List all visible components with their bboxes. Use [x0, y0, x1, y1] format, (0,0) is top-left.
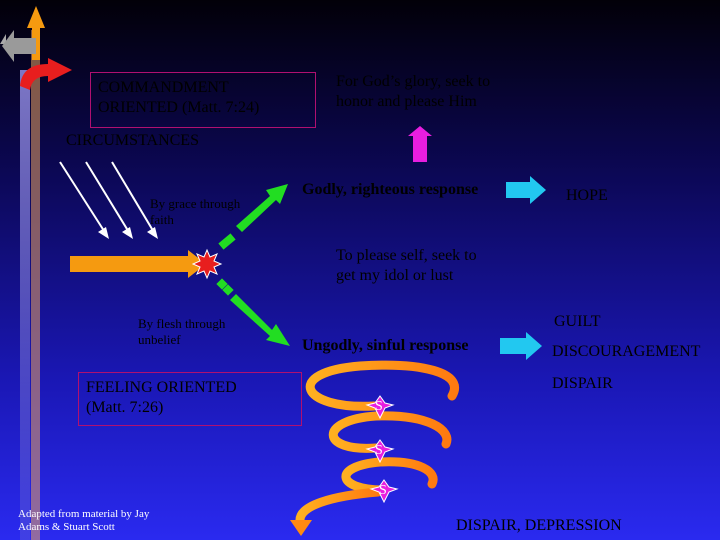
left-arrow-icon	[2, 30, 36, 62]
despair-depression-label: DISPAIR, DEPRESSION	[456, 517, 622, 534]
circumstances-label: CIRCUMSTANCES	[66, 132, 199, 149]
commandment-box	[90, 72, 316, 128]
curved-right-arrow-icon	[20, 58, 72, 90]
spiral-loop-icon	[328, 411, 452, 453]
left-decoration	[0, 6, 72, 540]
purple-column	[20, 70, 30, 540]
spiral-star-icon	[365, 395, 395, 420]
gods-glory-label: For God’s glory, seek to honor and pleas…	[336, 72, 490, 112]
spiral-star-icon	[365, 439, 395, 464]
orange-right-arrow-icon	[70, 250, 206, 278]
spiral-arrowhead-icon	[290, 520, 312, 536]
circumstance-arrow-icon	[59, 161, 107, 235]
feeling-oriented-label: FEELING ORIENTED (Matt. 7:26)	[86, 378, 237, 418]
green-block-icon	[216, 278, 228, 290]
grace-line2: faith	[150, 212, 174, 228]
green-up-arrow	[218, 184, 288, 250]
cyan-right-arrow-icon	[506, 176, 546, 204]
gods-glory-line2: honor and please Him	[336, 93, 477, 110]
green-diag-down-arrow-icon	[230, 294, 290, 346]
up-arrow-icon	[27, 6, 45, 60]
cyan-right-arrow-icon	[500, 332, 542, 360]
credit-line1: Adapted from material by Jay	[18, 508, 150, 520]
circumstance-arrow-icon	[111, 161, 156, 235]
flesh-label: By flesh through unbelief	[138, 316, 225, 349]
grace-line1: By grace through	[150, 196, 241, 211]
flesh-line2: unbelief	[138, 332, 181, 348]
hope-label: HOPE	[566, 187, 608, 204]
credit-line2: Adams & Stuart Scott	[18, 521, 115, 534]
spiral-markers	[365, 395, 399, 504]
circumstance-arrowhead-icon	[122, 227, 133, 239]
spiral-tail-icon	[295, 487, 383, 525]
ungodly-response-label: Ungodly, sinful response	[302, 337, 469, 354]
spiral-letter-3: S	[379, 483, 387, 498]
commandment-oriented-label: COMMANDMENT ORIENTED (Matt. 7:24)	[98, 78, 259, 118]
orange-column	[31, 30, 40, 540]
spiral-star-icon	[369, 479, 399, 504]
circumstance-arrow-icon	[85, 161, 131, 235]
commandment-line2: ORIENTED (Matt. 7:24)	[98, 99, 260, 116]
credit-label: Adapted from material by Jay Adams & Stu…	[18, 508, 149, 534]
commandment-line1: COMMANDMENT	[98, 79, 229, 96]
grace-label: By grace through faith	[150, 196, 240, 229]
flesh-line1: By flesh through	[138, 316, 226, 331]
please-self-label: To please self, seek to get my idol or l…	[336, 246, 477, 286]
green-block-icon	[222, 284, 234, 296]
circumstance-arrowhead-icon	[98, 227, 109, 239]
spiral-loop-icon	[305, 360, 459, 411]
feeling-box	[78, 372, 302, 426]
please-self-line1: To please self, seek to	[336, 247, 477, 264]
spiral-letter-2: S	[375, 443, 383, 458]
discouragement-label: DISCOURAGEMENT	[552, 343, 701, 360]
gods-glory-line1: For God’s glory, seek to	[336, 73, 491, 90]
green-down-arrow	[216, 278, 290, 346]
downward-spiral	[295, 360, 459, 525]
green-block-icon	[224, 233, 236, 245]
spiral-loop-icon	[341, 457, 438, 495]
circumstance-arrowhead-icon	[147, 227, 158, 239]
green-diag-up-arrow-icon	[236, 184, 288, 232]
up-arrow-magenta-icon	[408, 126, 432, 162]
please-self-line2: get my idol or lust	[336, 267, 454, 284]
spiral-letter-1: S	[375, 399, 383, 414]
feeling-line1: FEELING ORIENTED	[86, 379, 237, 396]
guilt-label: GUILT	[554, 313, 601, 330]
starburst-icon	[191, 248, 223, 280]
feeling-line2: (Matt. 7:26)	[86, 399, 164, 416]
circumstance-arrows	[59, 161, 158, 239]
godly-response-label: Godly, righteous response	[302, 181, 479, 198]
despair-label: DISPAIR	[552, 375, 613, 392]
